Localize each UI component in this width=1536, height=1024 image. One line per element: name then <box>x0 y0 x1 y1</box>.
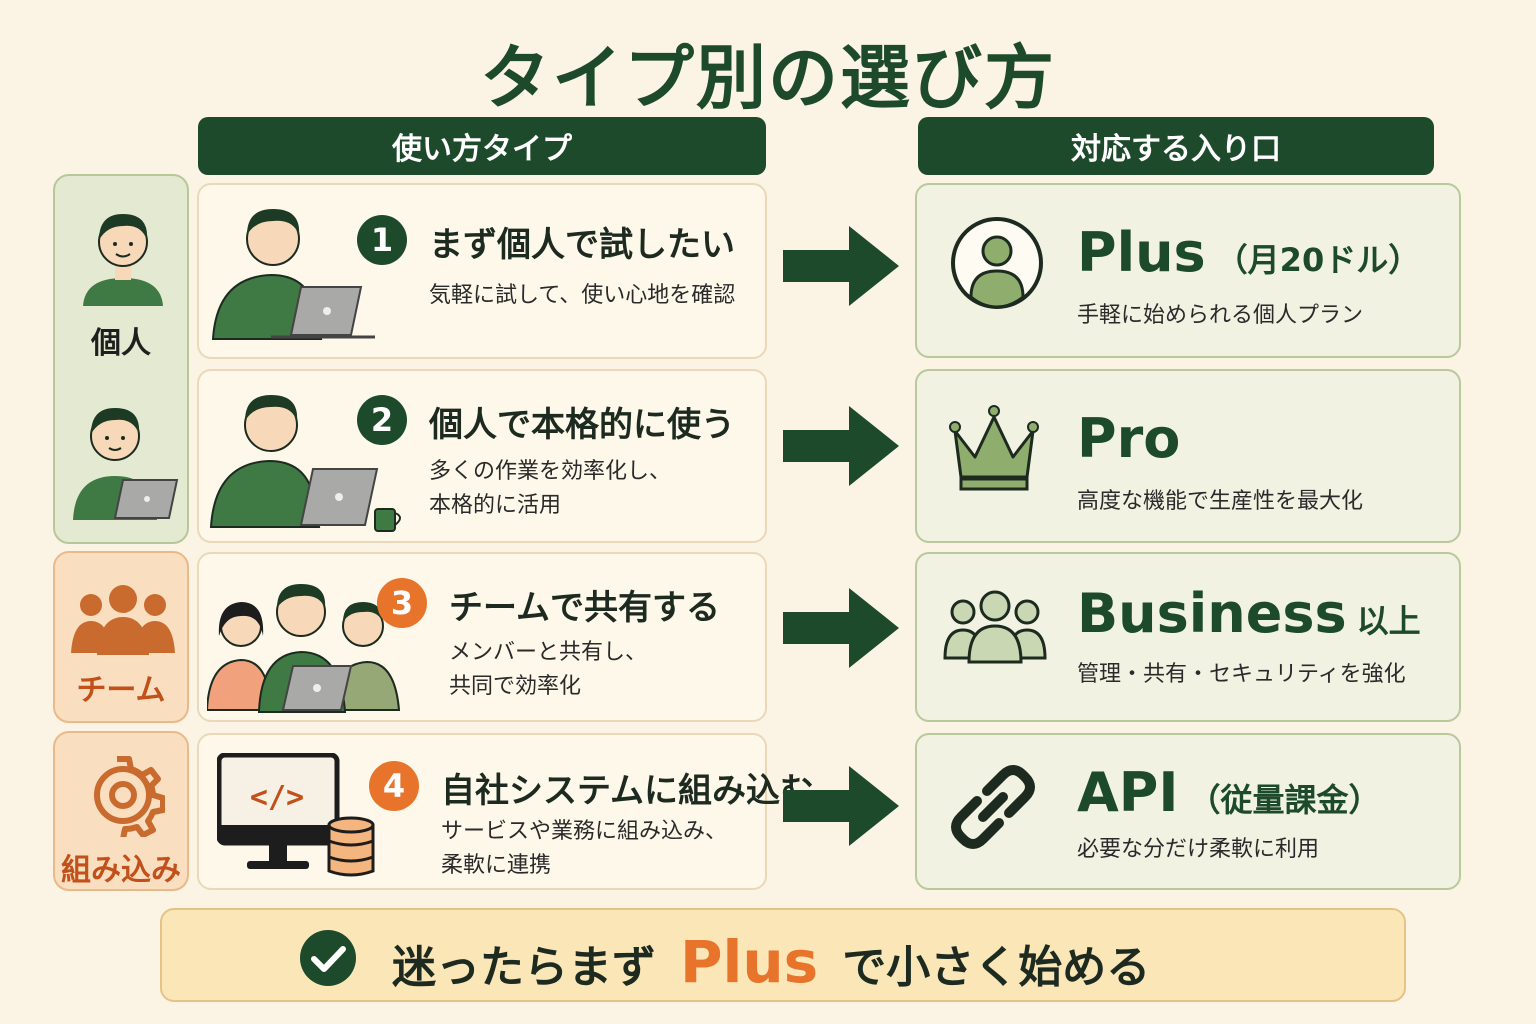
person-laptop-icon <box>211 209 375 340</box>
group-label-individual: 個人 <box>91 326 151 361</box>
case-card-4: </> 4 自社システムに組み込む サービスや業務に組み込み、 柔軟に連携 <box>197 733 814 890</box>
plan-title: API <box>1077 761 1179 824</box>
check-circle-icon <box>300 930 356 986</box>
team-icon <box>71 585 175 655</box>
plan-desc-pro: 高度な機能で生産性を最大化 <box>1077 489 1364 514</box>
case-title-3: チームで共有する <box>449 588 720 628</box>
plan-name-pro: Pro <box>1077 407 1190 470</box>
plan-title: Plus <box>1077 221 1206 284</box>
plan-note: 以上 <box>1356 602 1421 640</box>
case-card-3: 3 チームで共有する メンバーと共有し、 共同で効率化 <box>197 552 767 722</box>
plan-desc-business: 管理・共有・セキュリティを強化 <box>1077 662 1406 687</box>
case-number-1: 1 <box>357 215 407 265</box>
case-number-3: 3 <box>377 578 427 628</box>
person-laptop-icon <box>73 408 179 520</box>
arrow-icon <box>783 588 899 668</box>
group-label-team: チーム <box>76 673 166 708</box>
arrow-icon <box>783 766 899 846</box>
plan-card-api: API（従量課金） 必要な分だけ柔軟に利用 <box>915 733 1461 890</box>
case-desc-3: メンバーと共有し、 共同で効率化 <box>449 640 648 699</box>
group-individual: 個人 <box>53 174 189 544</box>
page-title: タイプ別の選び方 <box>480 37 1056 119</box>
group-team: チーム <box>53 551 189 723</box>
users-icon <box>943 590 1047 664</box>
plan-card-plus: Plus（月20ドル） 手軽に始められる個人プラン <box>915 183 1461 358</box>
user-circle-icon <box>951 217 1043 309</box>
plan-desc-plus: 手軽に始められる個人プラン <box>1077 303 1364 328</box>
case-title-2: 個人で本格的に使う <box>429 405 735 445</box>
plan-note: （従量課金） <box>1188 781 1381 819</box>
conclusion-after: で小さく始める <box>842 942 1151 993</box>
arrow-icon <box>783 406 899 486</box>
conclusion-text: 迷ったらまず Plus で小さく始める <box>392 928 1150 996</box>
case-number-4: 4 <box>369 761 419 811</box>
conclusion-accent: Plus <box>680 928 819 996</box>
plan-card-pro: Pro 高度な機能で生産性を最大化 <box>915 369 1461 543</box>
plan-name-plus: Plus（月20ドル） <box>1077 221 1420 284</box>
crown-icon <box>949 405 1039 491</box>
group-label-embed: 組み込み <box>61 853 181 888</box>
case-desc-1: 気軽に試して、使い心地を確認 <box>429 283 736 308</box>
monitor-code-database-icon: </> <box>217 753 375 877</box>
case-desc-2: 多くの作業を効率化し、 本格的に活用 <box>429 459 672 518</box>
link-icon <box>951 765 1035 849</box>
case-card-1: 1 まず個人で試したい 気軽に試して、使い心地を確認 <box>197 183 767 359</box>
case-desc-4: サービスや業務に組み込み、 柔軟に連携 <box>441 819 728 878</box>
case-number-2: 2 <box>357 395 407 445</box>
case-title-4: 自社システムに組み込む <box>441 771 814 811</box>
svg-text:</>: </> <box>250 780 304 815</box>
person-laptop-mug-icon <box>209 395 401 532</box>
person-icon <box>83 214 163 306</box>
plan-name-api: API（従量課金） <box>1077 761 1380 824</box>
team-laptop-icon <box>207 584 401 713</box>
header-entry-point: 対応する入り口 <box>918 117 1434 175</box>
plan-title: Pro <box>1077 407 1181 470</box>
group-embed: 組み込み <box>53 731 189 891</box>
conclusion-before: 迷ったらまず <box>392 942 656 993</box>
gear-icon <box>94 756 165 837</box>
case-title-1: まず個人で試したい <box>429 225 735 265</box>
plan-desc-api: 必要な分だけ柔軟に利用 <box>1077 837 1320 862</box>
header-usage-type: 使い方タイプ <box>198 117 766 175</box>
conclusion-banner: 迷ったらまず Plus で小さく始める <box>160 908 1406 1002</box>
case-card-2: 2 個人で本格的に使う 多くの作業を効率化し、 本格的に活用 <box>197 369 767 543</box>
arrow-icon <box>783 226 899 306</box>
plan-note: （月20ドル） <box>1215 241 1421 279</box>
plan-title: Business <box>1077 582 1347 645</box>
